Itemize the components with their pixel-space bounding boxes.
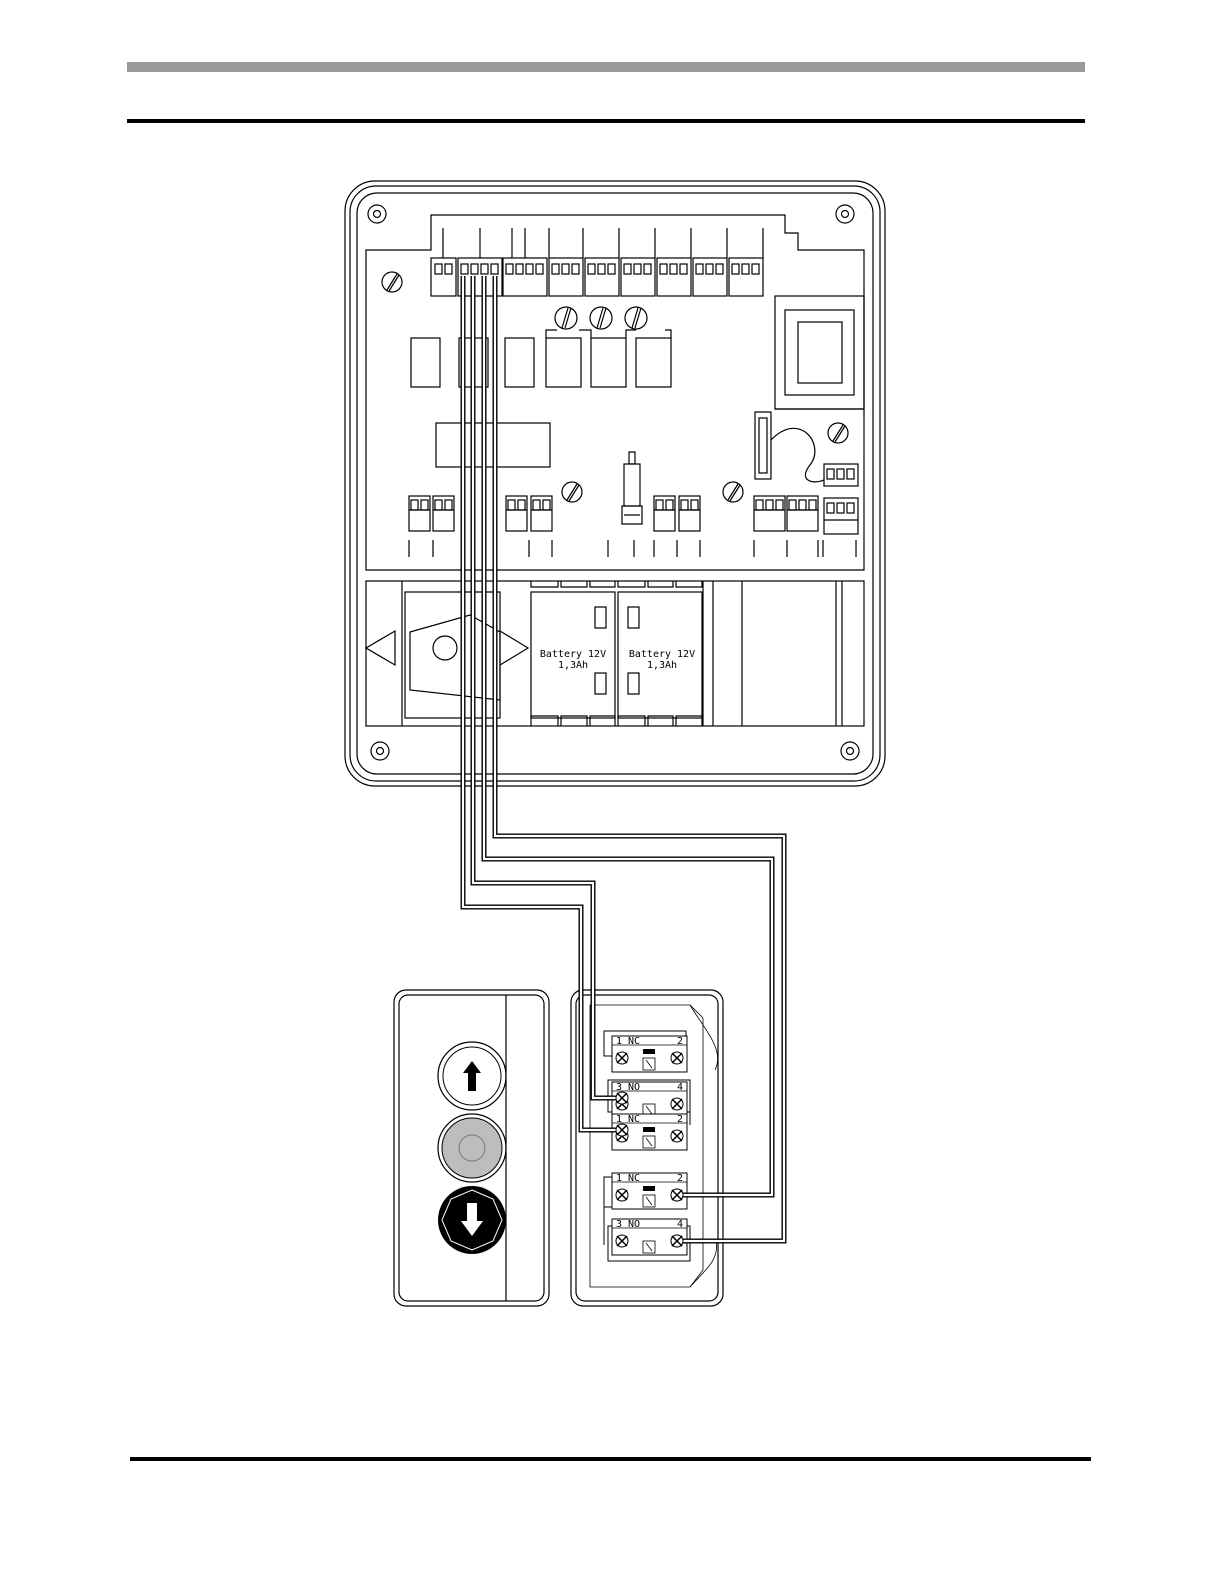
trimmer-potentiometer-icon — [590, 307, 612, 329]
bottom-terminal-block — [677, 496, 700, 557]
relay — [411, 338, 440, 387]
motor-capacitor — [366, 592, 528, 718]
corner-screw-icon — [368, 205, 386, 223]
bottom-terminal-block — [654, 496, 675, 557]
terminal-screw-icon — [616, 1235, 628, 1247]
transformer — [775, 296, 864, 409]
top-terminal-block — [729, 228, 763, 296]
terminal-screw-icon — [671, 1052, 683, 1064]
contact-type-label: NO — [628, 1219, 640, 1230]
bottom-terminal-block — [754, 496, 785, 557]
terminal-screw-icon — [616, 1052, 628, 1064]
connector-header — [755, 412, 771, 479]
top-terminal-block — [431, 228, 456, 296]
arrow-up-icon — [463, 1061, 481, 1091]
battery-label-line1: Battery 12V — [629, 649, 695, 660]
contact-terminal-right: 4 — [677, 1082, 683, 1093]
top-terminal-block — [549, 228, 583, 296]
corner-screw-icon — [371, 742, 389, 760]
terminal-screw-icon — [616, 1189, 628, 1201]
pcb-screw-icon — [723, 482, 743, 502]
contact-terminal-left: 3 — [616, 1219, 622, 1230]
top-terminal-block — [657, 228, 691, 296]
header-black-rule — [127, 119, 1085, 123]
control-box — [345, 181, 885, 786]
contact-terminal-left: 1 — [616, 1036, 622, 1047]
contact-terminal-left: 1 — [616, 1114, 622, 1125]
relay — [505, 338, 534, 387]
bottom-terminal-block — [531, 496, 552, 557]
trimmer-potentiometer-icon — [625, 307, 647, 329]
contact-terminal-right: 2 — [677, 1173, 683, 1184]
wire-1 — [463, 276, 622, 1130]
pcb-screw-icon — [382, 272, 402, 292]
pcb-screw-icon — [562, 482, 582, 502]
stop-icon — [442, 1118, 502, 1178]
contact-terminal-left: 1 — [616, 1173, 622, 1184]
fuse-icon — [622, 452, 642, 524]
pcb-screw-icon — [828, 423, 848, 443]
header-gray-rule — [127, 62, 1085, 72]
battery-label-line2: 1,3Ah — [558, 660, 588, 671]
relay — [636, 338, 671, 387]
bottom-terminal-block — [506, 496, 529, 557]
stop-button[interactable] — [438, 1114, 506, 1182]
bottom-terminal-block — [409, 496, 430, 557]
top-terminal-block — [621, 228, 655, 296]
bottom-terminal-block — [787, 496, 818, 557]
terminal-screw-icon — [671, 1098, 683, 1110]
bottom-terminal-block — [433, 496, 454, 557]
contact-terminal-left: 3 — [616, 1082, 622, 1093]
battery-label-line2: 1,3Ah — [647, 660, 677, 671]
trimmer-potentiometer-icon — [555, 307, 577, 329]
corner-screw-icon — [836, 205, 854, 223]
contact-type-label: NC — [628, 1036, 640, 1047]
down-button[interactable] — [438, 1186, 506, 1254]
up-button[interactable] — [438, 1042, 506, 1110]
contact-type-label: NC — [628, 1114, 640, 1125]
side-terminal-block — [824, 464, 858, 534]
contact-block: 1 NC 2 — [612, 1036, 687, 1072]
contact-type-label: NC — [628, 1173, 640, 1184]
contact-terminal-right: 2 — [677, 1036, 683, 1047]
contact-terminal-right: 4 — [677, 1219, 683, 1230]
contact-terminal-right: 2 — [677, 1114, 683, 1125]
terminal-screw-icon — [671, 1130, 683, 1142]
top-terminal-block — [503, 228, 547, 296]
top-terminal-block — [585, 228, 619, 296]
relay — [546, 338, 581, 387]
top-terminal-block — [693, 228, 727, 296]
battery-label-line1: Battery 12V — [540, 649, 606, 660]
contact-type-label: NO — [628, 1082, 640, 1093]
footer-black-rule — [130, 1457, 1091, 1461]
corner-screw-icon — [841, 742, 859, 760]
relay — [591, 338, 626, 387]
